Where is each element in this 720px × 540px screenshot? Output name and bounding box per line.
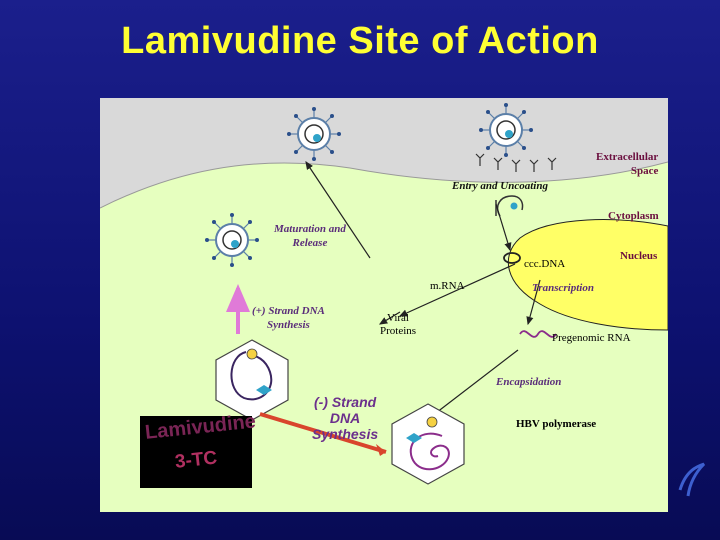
drug-abbrev-label: 3-TC [174,447,219,473]
cell-membrane [100,161,668,209]
release-arrow [305,161,371,259]
nucleocapsid-left-icon [215,339,289,421]
slide-title: Lamivudine Site of Action [121,20,599,62]
inhibition-arrow [259,412,387,454]
encapsidation-label: Encapsidation [496,376,562,388]
transcription-arrow [526,279,541,326]
nucleocapsid-right-icon [391,403,465,485]
virion-released-icon [205,213,259,267]
diagram-canvas [100,98,668,485]
cccdna-label: ccc.DNA [524,258,566,270]
uncoated-capsid-icon [495,195,524,217]
cytoplasm-label: Cytoplasm [608,210,659,222]
entry-uncoating-label: Entry and Uncoating [452,180,548,192]
encapsidation-arrow [431,349,519,417]
extracellular-region [100,98,668,208]
slide-swoosh-icon [678,462,706,497]
mrna-label: m.RNA [430,280,465,292]
pregenomic-rna-icon [519,330,557,338]
transcription-label: Transcription [532,282,594,294]
pregenomic-rna-label: Pregenomic RNA [552,332,631,344]
nucleus-label: Nucleus [620,250,658,262]
nucleus-region [507,219,668,331]
virion-entering-icon [479,103,533,157]
cccdna-icon [503,252,521,264]
membrane-receptors-icon [475,153,557,172]
viral-proteins-arrow [378,311,401,325]
lamivudine-box [140,416,252,488]
mrna-arrow [398,263,516,317]
entry-arrow [495,203,512,252]
virion-top-left-icon [287,107,341,161]
hbv-polymerase-label: HBV polymerase [516,418,597,430]
